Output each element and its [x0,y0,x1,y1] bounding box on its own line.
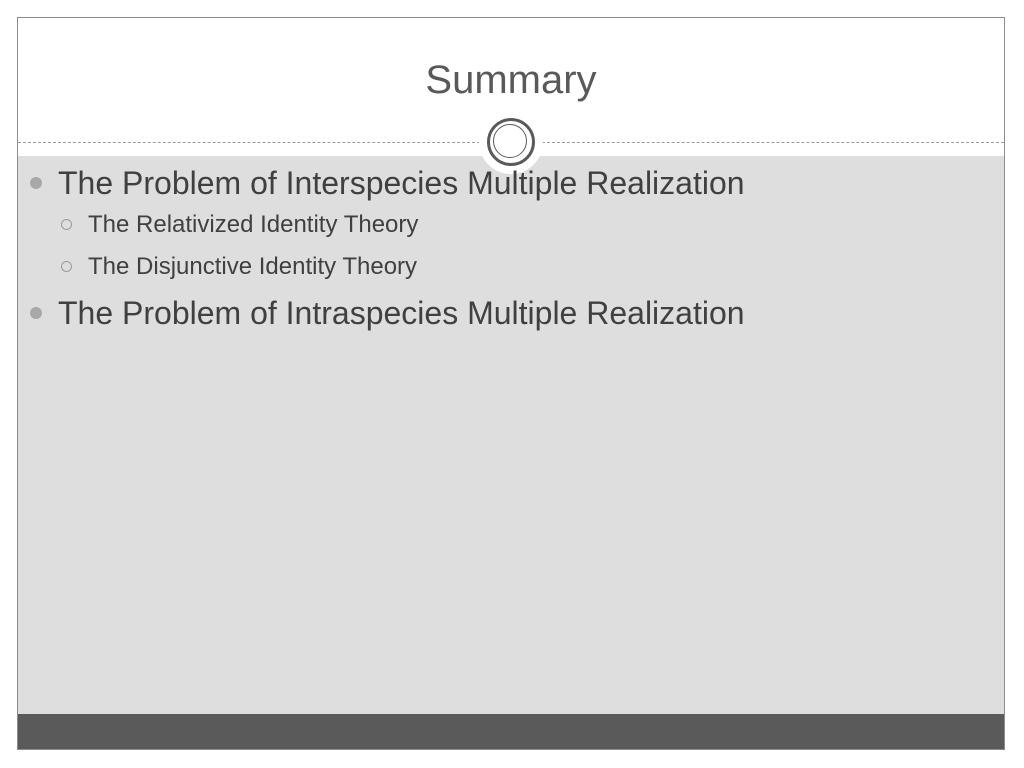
sub-bullet-item: The Disjunctive Identity Theory [28,250,968,284]
bullet-text: The Problem of Intraspecies Multiple Rea… [58,295,745,331]
hollow-circle-icon [61,261,72,272]
footer-bar [18,714,1004,749]
filled-dot-icon [30,307,42,319]
bullet-list: The Problem of Interspecies Multiple Rea… [28,162,968,338]
sub-bullet-text: The Relativized Identity Theory [88,211,419,238]
content-area [18,156,1004,716]
filled-dot-icon [30,177,42,189]
hollow-circle-icon [61,219,72,230]
sub-bullet-item: The Relativized Identity Theory [28,208,968,242]
medallion-outer-ring [487,118,535,166]
double-ring-circle-icon [479,110,543,174]
sub-bullet-text: The Disjunctive Identity Theory [88,253,418,280]
bullet-text: The Problem of Interspecies Multiple Rea… [58,165,745,201]
bullet-item: The Problem of Interspecies Multiple Rea… [28,162,968,204]
slide: Summary [17,17,1005,750]
bullet-item: The Problem of Intraspecies Multiple Rea… [28,292,968,334]
slide-title: Summary [425,58,597,102]
medallion-inner-ring [493,124,527,158]
